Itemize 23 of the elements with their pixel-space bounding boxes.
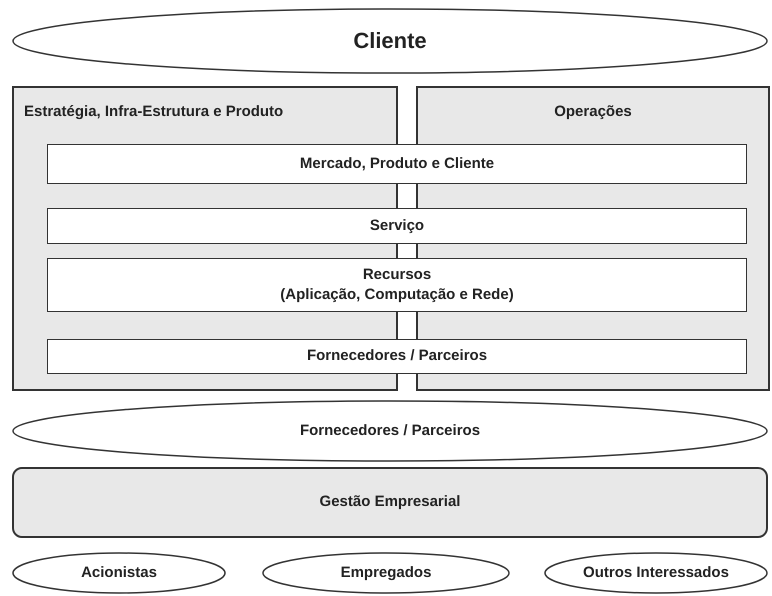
node-label: Gestão Empresarial (320, 492, 460, 512)
node-label: Outros Interessados (583, 562, 729, 583)
ellipse-node (12, 552, 226, 594)
node-label: Mercado, Produto e Cliente (300, 154, 494, 174)
node-label: Cliente (353, 27, 427, 56)
ellipse-node (12, 400, 768, 462)
layer-bar (47, 208, 747, 244)
node-label: Serviço (370, 216, 424, 236)
layer-bar (47, 144, 747, 184)
layer-bar (47, 339, 747, 374)
ellipse-node (262, 552, 510, 594)
node-label: Fornecedores / Parceiros (300, 420, 480, 441)
ellipse-node (544, 552, 768, 594)
node-label: Fornecedores / Parceiros (306, 346, 488, 366)
process-box (12, 467, 768, 538)
node-label: Recursos (362, 264, 432, 285)
layer-bar (47, 258, 747, 312)
node-label: Operações (554, 102, 632, 122)
node-label: Acionistas (81, 562, 157, 583)
node-sublabel: (Aplicação, Computação e Rede) (280, 285, 514, 305)
node-label: Empregados (340, 562, 432, 583)
ellipse-node (12, 8, 768, 74)
node-label: Estratégia, Infra-Estrutura e Produto (24, 102, 284, 122)
